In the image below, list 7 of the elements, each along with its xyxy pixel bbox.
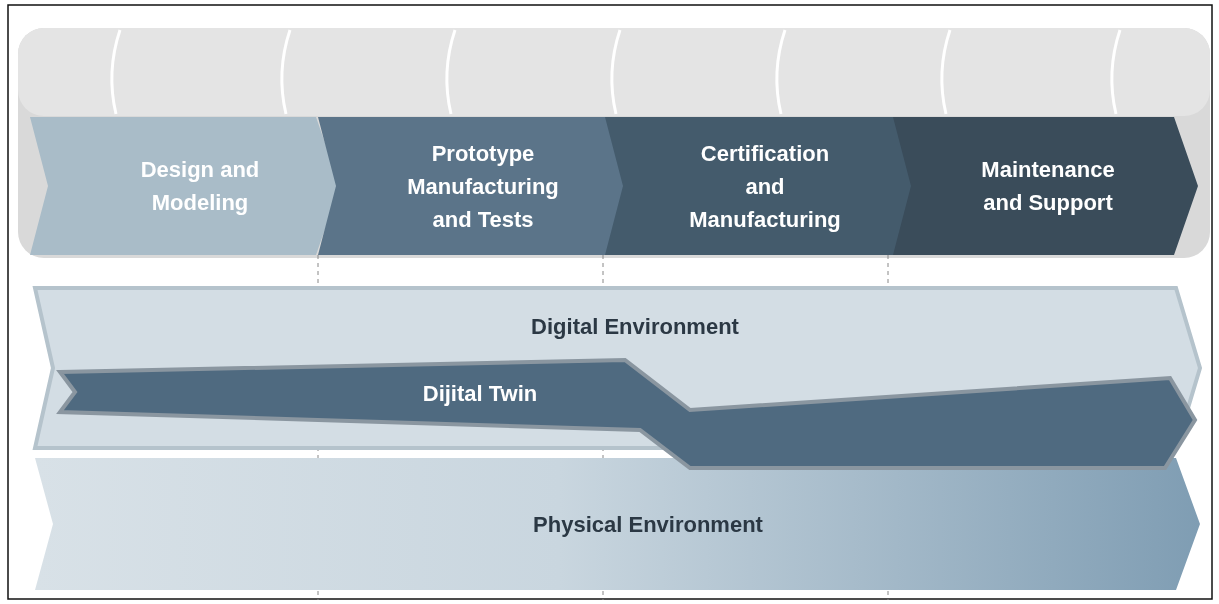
stage-label: Dijital Twin: [422, 379, 538, 408]
stage-label: Prototype Manufacturing and Tests: [406, 139, 560, 234]
stage-label: Digital Environment: [531, 312, 739, 341]
stage-label: Physical Environment: [533, 510, 763, 539]
stage-label: Maintenance and Support: [980, 156, 1116, 217]
stage-label: Design and Modeling: [139, 156, 261, 217]
stage-label: Certification and Manufacturing: [688, 139, 842, 234]
